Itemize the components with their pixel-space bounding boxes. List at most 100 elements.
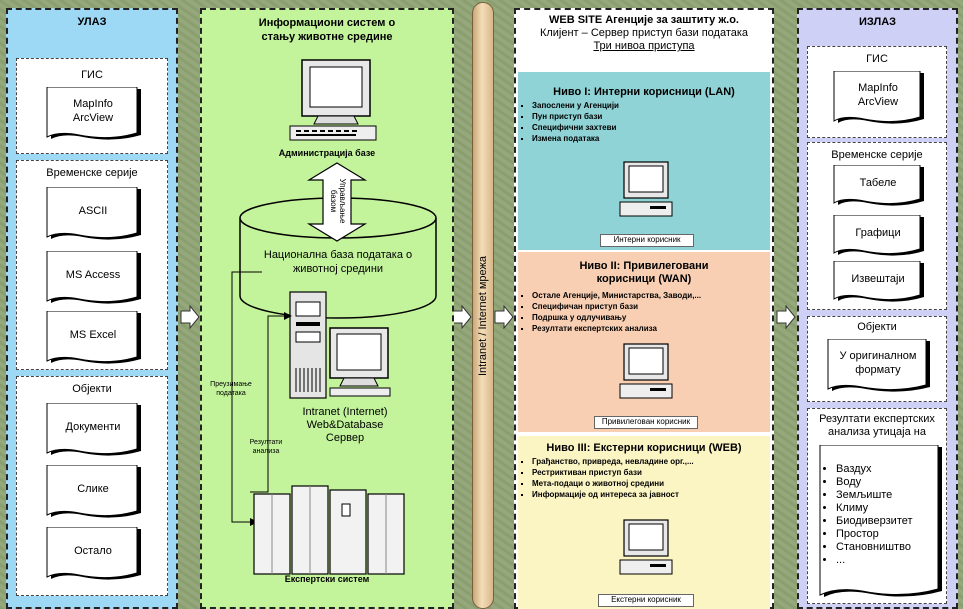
manage-double-arrow-icon: [306, 162, 368, 242]
level-2-caption: Привилегован корисник: [594, 416, 698, 429]
input-series-group: Временске серије ASCII MS Access MS Exce…: [16, 160, 168, 370]
list-item: Становништво: [836, 541, 913, 554]
privileged-user-computer-icon: [619, 343, 673, 399]
input-objects-doc: Документи: [43, 403, 143, 459]
input-series-label: ASCII: [78, 205, 108, 217]
list-item: Грађанство, привреда, невладине орг.,...: [532, 456, 694, 467]
input-objects-group: Објекти Документи Слике Остало: [16, 376, 168, 596]
list-item: Воду: [836, 476, 913, 489]
input-series-title: Временске серије: [46, 167, 138, 179]
output-gis-doc: MapInfo ArcView: [830, 71, 926, 127]
input-title: УЛАЗ: [77, 16, 107, 28]
input-objects-label: Слике: [77, 483, 109, 495]
output-expert-group: Резултати експертских анализа утицаја на…: [807, 408, 947, 604]
input-objects-doc: Слике: [43, 465, 143, 521]
output-gis-group: ГИС MapInfo ArcView: [807, 46, 947, 138]
output-objects-group: Објекти У оригиналном формату: [807, 316, 947, 402]
list-item: Специфични захтеви: [532, 122, 619, 133]
output-series-title: Временске серије: [831, 149, 923, 161]
level-3-bullets: Грађанство, привреда, невладине орг.,...…: [518, 456, 694, 500]
input-gis-label: MapInfo ArcView: [72, 98, 114, 124]
input-series-doc-excel: MS Excel: [43, 311, 143, 367]
output-expert-title: Резултати експертских анализа утицаја на: [819, 413, 935, 438]
server-icon: [289, 291, 391, 399]
results-label: Резултати анализа: [249, 439, 283, 455]
web-title: WEB SITE Агенције за заштиту ж.о.: [549, 14, 739, 26]
input-gis-title: ГИС: [81, 69, 103, 81]
level-1-bullets: Запослени у Агенцији Пун приступ бази Сп…: [518, 100, 619, 144]
manage-label-box: Управљање базом: [323, 170, 353, 230]
workstation-icon: [289, 59, 377, 141]
list-item: Информације од интереса за јавност: [532, 489, 694, 500]
data-flow-connectors: [231, 271, 292, 526]
list-item: Мета-подаци о животној средини: [532, 478, 694, 489]
web-subtitle: Клијент – Сервер приступ бази података: [539, 27, 749, 39]
level-1-title: Ниво I: Интерни корисници (LAN): [553, 86, 735, 98]
system-title-line1: Информациони систем о: [258, 17, 396, 29]
input-objects-doc: Остало: [43, 527, 143, 583]
internal-user-computer-icon: [619, 161, 673, 217]
output-objects-label: У оригиналном формату: [839, 350, 917, 376]
server-label: Intranet (Internet) Web&Database Сервер: [302, 406, 388, 444]
level-3-title: Ниво III: Екстерни корисници (WEB): [546, 442, 742, 454]
system-column: Информациони систем о стању животне сред…: [200, 8, 454, 609]
list-item: ...: [836, 554, 913, 567]
list-item: Биодиверзитет: [836, 515, 913, 528]
list-item: Пун приступ бази: [532, 111, 619, 122]
input-objects-label: Документи: [65, 421, 121, 433]
flow-arrow-icon: [494, 305, 514, 329]
level-2-bullets: Остале Агенције, Министарства, Заводи,..…: [518, 290, 701, 334]
list-item: Специфичан приступ бази: [532, 301, 701, 312]
output-series-label: Графици: [855, 227, 901, 239]
flow-arrow-icon: [180, 305, 200, 329]
list-item: Подршка у одлучивању: [532, 312, 701, 323]
output-title: ИЗЛАЗ: [858, 16, 897, 28]
list-item: Климу: [836, 502, 913, 515]
output-series-group: Временске серије Табеле Графици Извештај…: [807, 142, 947, 310]
list-item: Простор: [836, 528, 913, 541]
input-gis-group: ГИС MapInfo ArcView: [16, 58, 168, 154]
network-label: Intranet / Internet мрежа: [477, 256, 489, 376]
expert-system-icon: [253, 485, 405, 575]
input-series-label: MS Excel: [69, 329, 117, 341]
web-column: WEB SITE Агенције за заштиту ж.о. Клијен…: [514, 8, 774, 609]
system-title: Информациони систем о стању животне сред…: [202, 16, 452, 44]
list-item: Рестриктиван приступ бази: [532, 467, 694, 478]
web-header: WEB SITE Агенције за заштиту ж.о. Клијен…: [516, 14, 772, 53]
input-objects-label: Остало: [74, 545, 112, 557]
input-gis-doc: MapInfo ArcView: [43, 87, 143, 143]
output-series-doc: Извештаји: [830, 261, 926, 305]
list-item: Измена података: [532, 133, 619, 144]
input-series-doc-access: MS Access: [43, 251, 143, 307]
output-series-label: Табеле: [859, 177, 897, 189]
output-series-doc: Графици: [830, 215, 926, 259]
output-objects-title: Објекти: [857, 321, 897, 333]
output-gis-title: ГИС: [866, 53, 888, 65]
flow-arrow-icon: [452, 305, 472, 329]
output-series-doc: Табеле: [830, 165, 926, 209]
level-3-caption: Екстерни корисник: [598, 594, 694, 607]
input-objects-title: Објекти: [72, 383, 112, 395]
list-item: Запослени у Агенцији: [532, 100, 619, 111]
level-2-panel: Ниво II: Привилеговани корисници (WAN) О…: [518, 252, 770, 432]
input-column: УЛАЗ ГИС MapInfo ArcView Временске сериј…: [6, 8, 178, 609]
level-2-title: Ниво II: Привилеговани корисници (WAN): [579, 260, 709, 285]
web-tiers-title: Три нивоа приступа: [593, 40, 695, 52]
output-objects-doc: У оригиналном формату: [824, 339, 932, 395]
output-gis-label: MapInfo ArcView: [857, 82, 899, 108]
list-item: Ваздух: [836, 463, 913, 476]
manage-label: Управљање базом: [329, 178, 347, 224]
level-1-caption: Интерни корисник: [600, 234, 694, 247]
output-series-label: Извештаји: [851, 273, 905, 285]
input-series-label: MS Access: [65, 269, 121, 281]
output-column: ИЗЛАЗ ГИС MapInfo ArcView Временске сери…: [797, 8, 958, 609]
expert-label: Експертски систем: [284, 574, 370, 584]
external-user-computer-icon: [619, 519, 673, 575]
takeover-label: Преузимање података: [210, 381, 252, 397]
expert-results-doc-icon: [819, 445, 942, 597]
list-item: Остале Агенције, Министарства, Заводи,..…: [532, 290, 701, 301]
system-title-line2: стању животне средине: [261, 31, 393, 43]
admin-label: Администрација базе: [278, 148, 376, 158]
level-1-panel: Ниво I: Интерни корисници (LAN) Запослен…: [518, 72, 770, 250]
flow-arrow-icon: [776, 305, 796, 329]
